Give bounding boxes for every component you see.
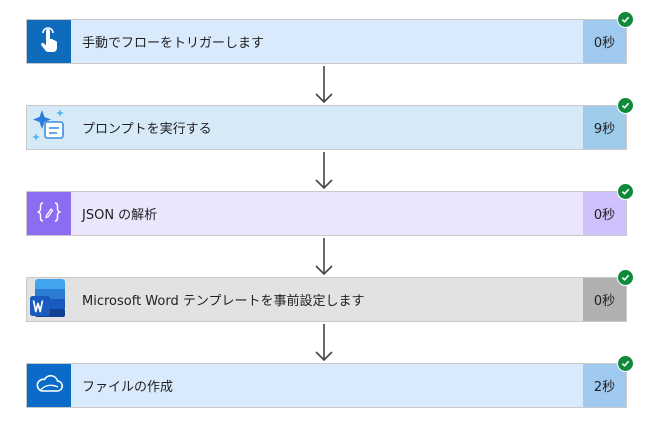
step-label: プロンプトを実行する [71, 106, 583, 149]
step-parse-json[interactable]: JSON の解析 0秒 [26, 183, 634, 236]
step-duration: 9秒 [583, 106, 626, 149]
step-duration: 0秒 [583, 192, 626, 235]
step-duration: 0秒 [583, 278, 626, 321]
step-label: Microsoft Word テンプレートを事前設定します [71, 278, 583, 321]
step-icon-box [27, 278, 71, 321]
step-run-prompt[interactable]: プロンプトを実行する 9秒 [26, 97, 634, 150]
arrow-down-icon [315, 324, 333, 362]
step-label: ファイルの作成 [71, 364, 583, 407]
touch-trigger-icon [37, 26, 61, 57]
step-duration: 2秒 [583, 364, 626, 407]
checkmark-icon [617, 97, 634, 114]
step-label: JSON の解析 [71, 192, 583, 235]
step-populate-word-template[interactable]: Microsoft Word テンプレートを事前設定します 0秒 [26, 269, 634, 322]
step-manual-trigger[interactable]: 手動でフローをトリガーします 0秒 [26, 11, 634, 64]
ai-prompt-icon [29, 106, 69, 150]
arrow-down-icon [315, 66, 333, 104]
arrow-down-icon [315, 238, 333, 276]
step-icon-box [27, 192, 71, 235]
step-icon-box [27, 106, 71, 149]
checkmark-icon [617, 11, 634, 28]
step-create-file[interactable]: ファイルの作成 2秒 [26, 355, 634, 408]
onedrive-cloud-icon [34, 373, 64, 399]
checkmark-icon [617, 183, 634, 200]
word-icon [29, 277, 69, 323]
step-icon-box [27, 364, 71, 407]
checkmark-icon [617, 355, 634, 372]
json-braces-icon [36, 201, 62, 227]
checkmark-icon [617, 269, 634, 286]
step-label: 手動でフローをトリガーします [71, 20, 583, 63]
arrow-down-icon [315, 152, 333, 190]
step-icon-box [27, 20, 71, 63]
step-duration: 0秒 [583, 20, 626, 63]
